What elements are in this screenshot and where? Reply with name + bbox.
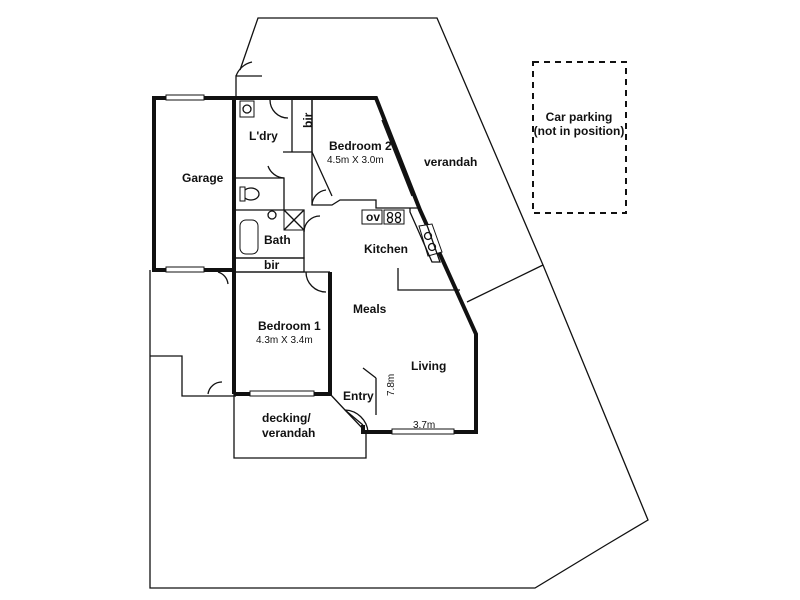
kitchen-island bbox=[397, 268, 460, 291]
bathtub bbox=[239, 219, 259, 255]
basin-icon bbox=[267, 210, 277, 220]
car-parking-label-2: (not in position) bbox=[534, 124, 625, 138]
bedroom2-window bbox=[381, 119, 413, 197]
living-window bbox=[391, 428, 455, 435]
rear-yard-line bbox=[150, 355, 236, 397]
garage-door-bottom bbox=[165, 266, 205, 273]
entry-label: Entry bbox=[343, 389, 374, 403]
bedroom2-door-arc bbox=[311, 189, 327, 206]
house-outer-wall bbox=[234, 96, 478, 434]
bedroom1-outer-wall bbox=[234, 272, 332, 396]
oven bbox=[361, 209, 383, 225]
entry-wall bbox=[362, 367, 377, 379]
decking-label-2: verandah bbox=[262, 426, 315, 440]
bedroom2-size: 4.5m X 3.0m bbox=[327, 155, 384, 166]
laundry-door-swing bbox=[235, 61, 253, 77]
hall-wall bbox=[283, 151, 333, 197]
bath-label: Bath bbox=[264, 233, 291, 247]
cooktop bbox=[383, 209, 405, 225]
car-parking-area bbox=[532, 61, 627, 214]
toilet-door-arc bbox=[267, 165, 285, 179]
living-label: Living bbox=[411, 359, 446, 373]
bath-door-arc bbox=[303, 215, 321, 233]
bedroom2-label: Bedroom 2 bbox=[329, 139, 392, 153]
meals-label: Meals bbox=[353, 302, 387, 316]
decking-window bbox=[249, 390, 315, 397]
bedroom2-wall bbox=[311, 100, 420, 209]
bedroom1-size: 4.3m X 3.4m bbox=[256, 335, 313, 346]
toilet-cistern bbox=[239, 186, 246, 202]
entry-door-arc bbox=[344, 409, 369, 433]
cooktop-burner-3 bbox=[386, 216, 394, 224]
verandah-label: verandah bbox=[424, 155, 477, 169]
decking-door-arc bbox=[207, 381, 223, 395]
bir-mid-label: bir bbox=[264, 258, 280, 272]
laundry-tub-drain bbox=[242, 104, 252, 114]
bedroom1-label: Bedroom 1 bbox=[258, 319, 321, 333]
property-boundary bbox=[149, 17, 649, 589]
kitchen-bench bbox=[409, 207, 441, 263]
bedroom1-door-arc bbox=[305, 271, 327, 293]
laundry-door-arc bbox=[269, 99, 289, 119]
laundry-label: L'dry bbox=[249, 129, 278, 143]
sink-bowl-2 bbox=[427, 242, 437, 252]
laundry-entry-wall bbox=[235, 75, 262, 98]
bedroom2-window-2 bbox=[384, 119, 416, 197]
verandah-boundary-line bbox=[466, 264, 544, 303]
laundry-tub bbox=[239, 100, 255, 118]
garage-label: Garage bbox=[182, 171, 224, 185]
side-door-arc bbox=[217, 271, 229, 285]
entry-dimension: 7.8m bbox=[386, 374, 397, 396]
living-dimension: 3.7m bbox=[413, 420, 435, 431]
bir-top-label: bir bbox=[301, 112, 315, 128]
garage-door-top bbox=[165, 94, 205, 101]
shower-cross-2 bbox=[283, 209, 305, 231]
kitchen-label: Kitchen bbox=[364, 242, 408, 256]
decking-outline bbox=[233, 393, 367, 459]
car-parking-label-1: Car parking bbox=[546, 110, 613, 124]
decking-label-1: decking/ bbox=[262, 411, 311, 425]
cooktop-burner-4 bbox=[394, 216, 402, 224]
oven-label: ov bbox=[366, 210, 380, 224]
